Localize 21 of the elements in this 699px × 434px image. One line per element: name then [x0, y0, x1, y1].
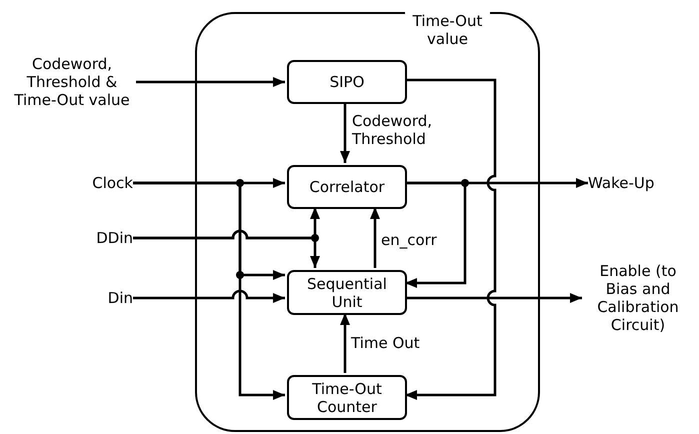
process-box: Time-Out Counter	[287, 375, 407, 420]
signal-label: Wake-Up	[588, 173, 678, 193]
arrow	[133, 230, 320, 268]
signal-label: Codeword, Threshold & Time-Out value	[8, 55, 136, 109]
system-boundary	[195, 12, 540, 432]
process-box: SIPO	[287, 60, 407, 104]
signal-label: Enable (to Bias and Calibration Circuit)	[582, 262, 694, 334]
arrow	[340, 102, 350, 163]
signal-label: Din	[75, 288, 133, 308]
arrow	[133, 290, 285, 303]
signal-label: DDin	[75, 228, 133, 248]
arrow	[340, 313, 350, 373]
arrow	[405, 78, 496, 400]
arrow	[405, 182, 466, 288]
arrow	[136, 77, 285, 87]
process-box: Correlator	[287, 165, 407, 209]
arrow	[133, 182, 285, 400]
arrow	[405, 293, 582, 303]
signal-label: Clock	[75, 173, 133, 193]
arrow	[370, 207, 380, 268]
process-box: Sequential Unit	[287, 270, 407, 315]
